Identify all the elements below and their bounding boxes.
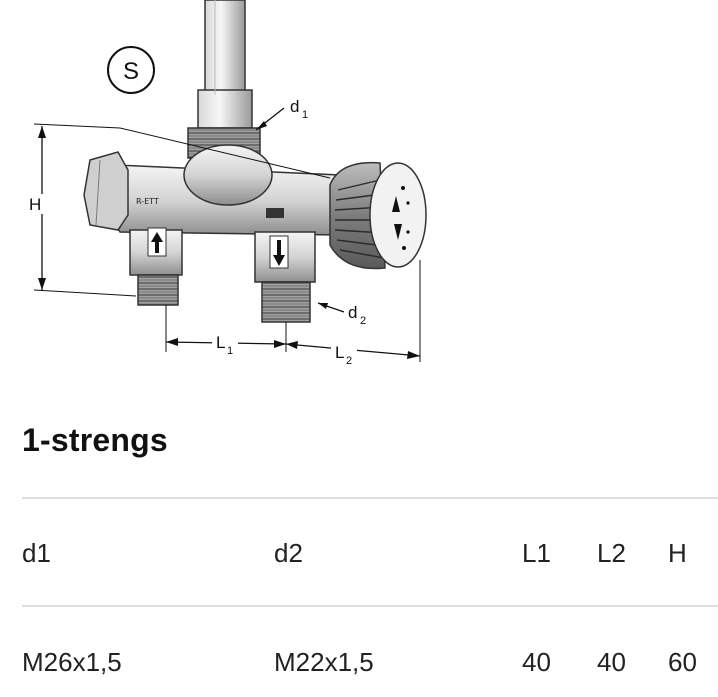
svg-text:d: d (348, 303, 357, 322)
svg-text:1: 1 (227, 345, 233, 357)
valve-body: R-ETT (83, 144, 347, 236)
table-divider-top (22, 497, 718, 499)
table-row: M26x1,5 M22x1,5 40 40 60 (0, 642, 718, 682)
symbol-s-label: S (123, 58, 139, 85)
svg-text:d: d (290, 97, 299, 116)
table-divider-middle (22, 605, 718, 607)
dim-extension-line (119, 127, 331, 179)
symbol-s-circle: S (107, 46, 155, 94)
dim-l1-l2: L 1 L 2 (165, 260, 421, 367)
svg-text:L: L (216, 333, 225, 352)
right-port (254, 231, 316, 323)
badge-mark (266, 208, 284, 218)
dim-d1: d 1 (255, 97, 308, 131)
svg-text:2: 2 (360, 315, 366, 327)
header-h: H (668, 538, 687, 568)
knob-arrow-down-icon (394, 224, 402, 240)
arrow-down-icon (269, 235, 289, 269)
cell-d1: M26x1,5 (22, 647, 122, 677)
svg-text:1: 1 (302, 109, 308, 121)
left-port (129, 227, 183, 306)
section-title: 1-strengs (22, 422, 168, 458)
supply-pipe (197, 0, 253, 129)
cell-l2: 40 (597, 647, 626, 677)
knob-arrow-up-icon (392, 196, 400, 212)
svg-text:2: 2 (346, 355, 352, 367)
cell-l1: 40 (522, 647, 551, 677)
header-l1: L1 (522, 538, 551, 568)
arrow-up-icon (147, 227, 167, 257)
cell-h: 60 (668, 647, 697, 677)
valve-technical-drawing: S R-ETT (0, 0, 460, 380)
cell-d2: M22x1,5 (274, 647, 374, 677)
body-marking: R-ETT (136, 197, 159, 206)
header-d1: d1 (22, 538, 51, 568)
svg-text:H: H (29, 195, 41, 214)
svg-text:L: L (335, 343, 344, 362)
table-header-row: d1 d2 L1 L2 H (0, 533, 718, 573)
header-d2: d2 (274, 538, 303, 568)
dim-d2: d 2 (317, 302, 366, 327)
adjustment-knob (329, 161, 427, 270)
dim-h: H (27, 123, 137, 297)
header-l2: L2 (597, 538, 626, 568)
